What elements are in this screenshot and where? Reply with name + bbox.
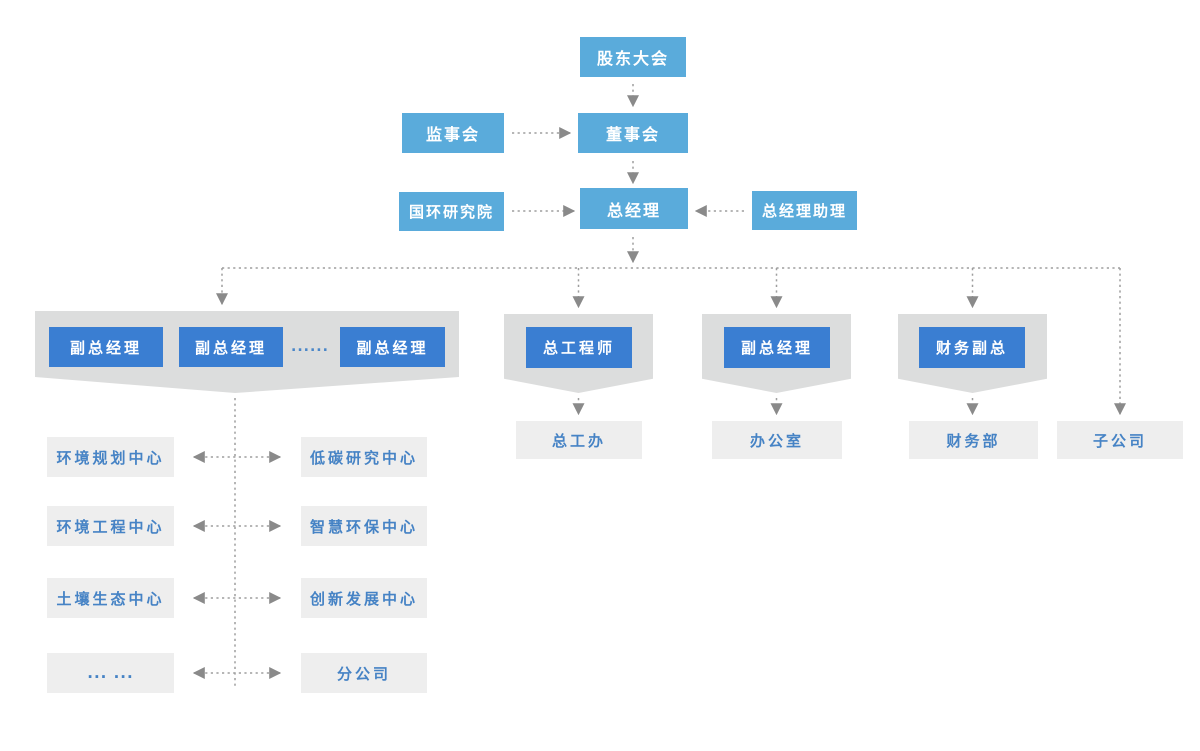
node-deputy-gm-2: 副总经理: [179, 327, 283, 367]
node-general-manager: 总经理: [580, 188, 688, 229]
node-smart-env-center: 智慧环保中心: [301, 506, 427, 546]
node-gm-assistant: 总经理助理: [752, 191, 857, 230]
node-low-carbon-center: 低碳研究中心: [301, 437, 427, 477]
node-deputy-gm-1: 副总经理: [49, 327, 163, 367]
node-soil-ecology-center: 土壤生态中心: [47, 578, 174, 618]
deputy-ellipsis: ......: [291, 339, 329, 355]
node-chief-engineer-office: 总工办: [516, 421, 642, 459]
node-finance-deputy: 财务副总: [919, 327, 1025, 368]
node-subsidiary: 子公司: [1057, 421, 1183, 459]
node-deputy-gm-3: 副总经理: [340, 327, 445, 367]
node-board-of-directors: 董事会: [578, 113, 688, 153]
node-chief-engineer: 总工程师: [526, 327, 632, 368]
node-shareholders-meeting: 股东大会: [580, 37, 686, 77]
node-deputy-gm-office: 副总经理: [724, 327, 830, 368]
node-branch-company: 分公司: [301, 653, 427, 693]
node-innovation-center: 创新发展中心: [301, 578, 427, 618]
node-more-centers-ellipsis: ... ...: [47, 653, 174, 693]
node-research-institute: 国环研究院: [399, 192, 504, 231]
node-env-engineering-center: 环境工程中心: [47, 506, 174, 546]
node-supervisory-board: 监事会: [402, 113, 504, 153]
node-env-planning-center: 环境规划中心: [47, 437, 174, 477]
node-finance-dept: 财务部: [909, 421, 1038, 459]
node-office: 办公室: [712, 421, 842, 459]
